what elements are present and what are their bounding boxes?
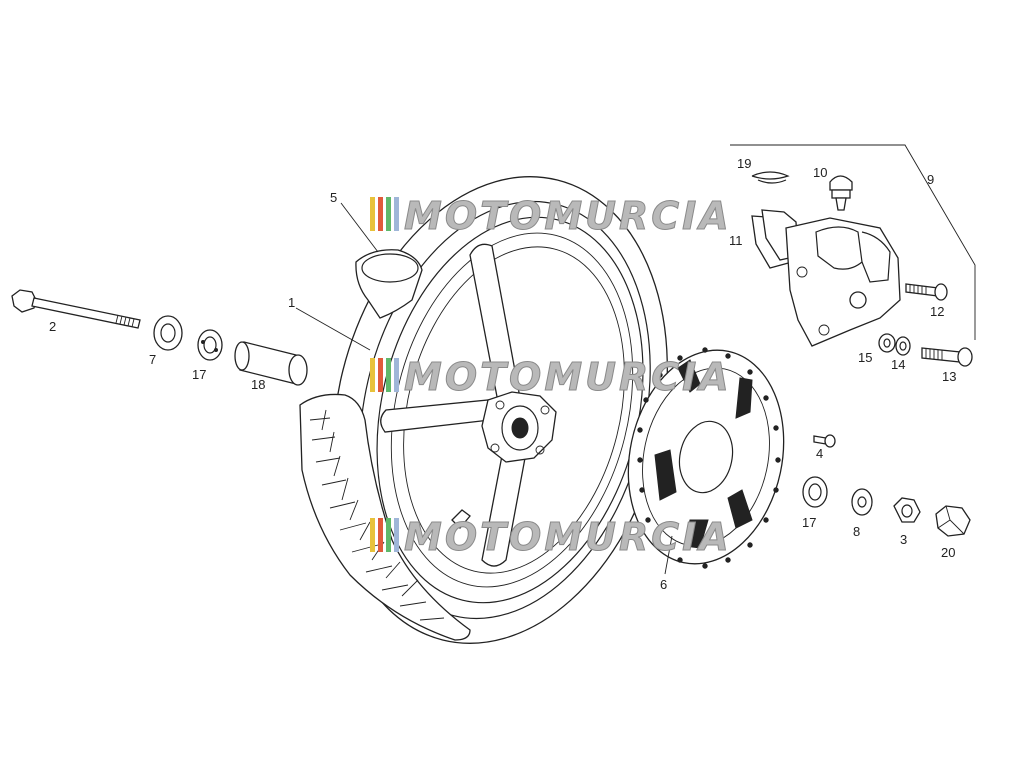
right-side-parts xyxy=(802,434,971,537)
spoke-lower xyxy=(481,439,529,567)
watermark-top: MOTOMURCIA xyxy=(370,194,732,239)
washer-14 xyxy=(895,336,911,356)
callout-19: 19 xyxy=(737,156,751,171)
caliper-group xyxy=(730,144,976,367)
axle-cap xyxy=(935,505,971,537)
callout-12: 12 xyxy=(930,304,944,319)
bleed-valve xyxy=(829,175,853,211)
callout-2: 2 xyxy=(49,319,56,334)
callout-10: 10 xyxy=(813,165,827,180)
caliper-screw-long xyxy=(921,347,973,367)
callout-6: 6 xyxy=(660,577,667,592)
callout-7: 7 xyxy=(149,352,156,367)
tyre-tread-section xyxy=(299,393,471,641)
caliper-screw-short xyxy=(905,283,948,301)
callout-11: 11 xyxy=(729,233,743,248)
callout-4: 4 xyxy=(816,446,823,461)
callout-9: 9 xyxy=(927,172,934,187)
bearing-left xyxy=(197,329,223,361)
brake-disc xyxy=(627,347,785,569)
callout-3: 3 xyxy=(900,532,907,547)
caliper-body xyxy=(785,217,901,347)
oil-seal xyxy=(153,315,183,351)
disc-screw xyxy=(813,434,836,448)
wheel-assembly xyxy=(299,176,668,644)
spacer-tube xyxy=(234,341,308,386)
wheel-hub xyxy=(481,391,557,463)
callout-labels: 1 2 3 4 5 6 7 8 9 10 11 12 13 14 15 17 1… xyxy=(49,156,956,592)
caliper-kit-bracket xyxy=(730,144,976,340)
watermark-text-bottom: MOTOMURCIA xyxy=(404,515,732,559)
washer-15 xyxy=(878,333,896,353)
watermark-bottom: MOTOMURCIA xyxy=(370,515,732,560)
axle-group xyxy=(11,289,308,386)
watermark-middle: MOTOMURCIA xyxy=(370,355,732,400)
axle-nut xyxy=(893,497,921,523)
valve-stem xyxy=(451,509,471,529)
callout-5: 5 xyxy=(330,190,337,205)
washer-8 xyxy=(851,488,873,516)
spoke-upper xyxy=(469,243,521,403)
spoke-left xyxy=(380,399,491,433)
callout-20: 20 xyxy=(941,545,955,560)
rim-lip xyxy=(403,246,625,574)
callout-17b: 17 xyxy=(802,515,816,530)
leader-lines xyxy=(295,202,673,575)
bearing-right xyxy=(802,476,828,508)
axle-bolt xyxy=(11,289,141,329)
rim-inner xyxy=(390,232,634,588)
callout-14: 14 xyxy=(891,357,905,372)
callout-1: 1 xyxy=(288,295,295,310)
callout-15: 15 xyxy=(858,350,872,365)
watermark-text-middle: MOTOMURCIA xyxy=(404,355,732,399)
callout-8: 8 xyxy=(853,524,860,539)
rim-tape xyxy=(355,249,423,319)
watermark-text-top: MOTOMURCIA xyxy=(404,194,732,238)
callout-17a: 17 xyxy=(192,367,206,382)
spring-clip xyxy=(751,171,790,184)
callout-13: 13 xyxy=(942,369,956,384)
callout-18: 18 xyxy=(251,377,265,392)
